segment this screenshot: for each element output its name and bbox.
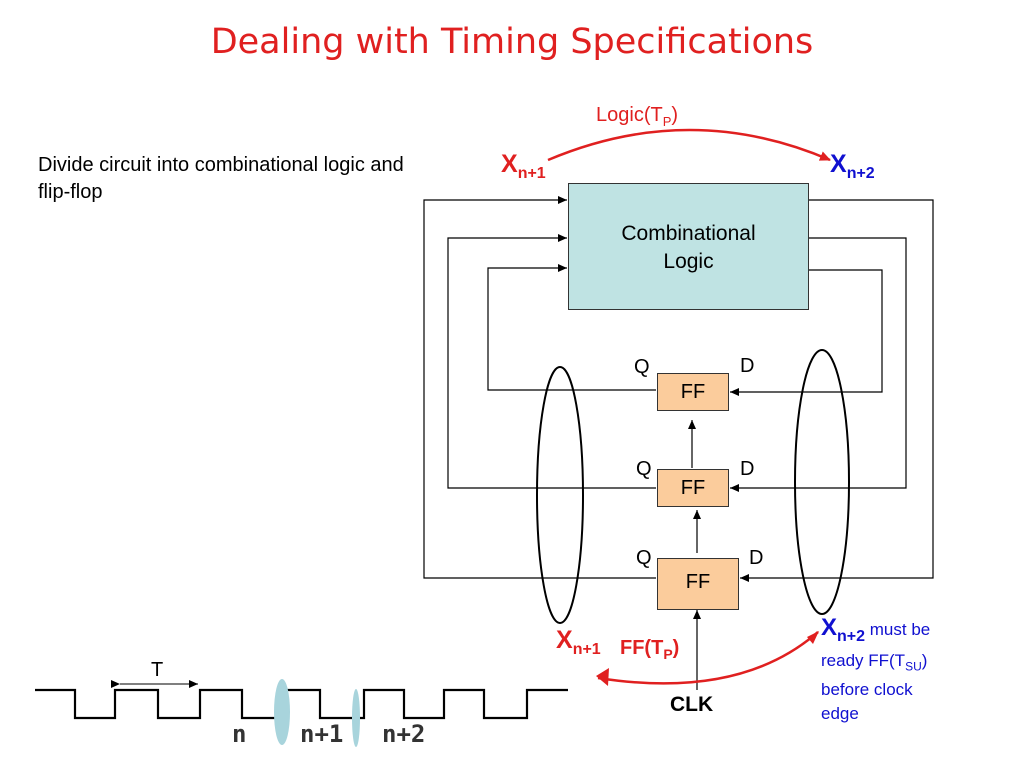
cycle-n-label: n bbox=[232, 720, 247, 748]
d-label-3: D bbox=[749, 547, 764, 569]
clock-edge-marker-n bbox=[274, 679, 290, 745]
wire-d1 bbox=[730, 269, 883, 396]
wire-q1-feedback bbox=[487, 264, 656, 391]
cycle-n2-label: n+2 bbox=[382, 720, 426, 748]
combo-line-2: Logic bbox=[663, 250, 714, 273]
ff-delay-arrowhead-top bbox=[807, 631, 819, 644]
ff-delay-arrowhead bbox=[596, 668, 609, 686]
wire-q3-feedback bbox=[423, 196, 656, 579]
clock-waveform bbox=[35, 688, 568, 720]
x-n1-top-label: Xn+1 bbox=[501, 150, 546, 182]
page-title: Dealing with Timing Specifications bbox=[210, 22, 814, 62]
ff-delay-arc bbox=[597, 631, 819, 685]
wire-d3 bbox=[740, 199, 934, 582]
period-label: T bbox=[151, 659, 164, 681]
cycle-n1-label: n+1 bbox=[300, 720, 344, 748]
wire-q2-feedback bbox=[447, 234, 656, 489]
logic-delay-label: Logic(TP) bbox=[596, 104, 679, 129]
logic-delay-arc bbox=[547, 128, 831, 162]
wire-d2 bbox=[730, 237, 907, 492]
intro-text: Divide circuit into combinational logic … bbox=[38, 154, 404, 203]
d-inputs-ellipse bbox=[794, 349, 850, 615]
clk-label: CLK bbox=[670, 693, 714, 716]
d-label-1: D bbox=[740, 355, 755, 377]
q-label-2: Q bbox=[636, 458, 652, 480]
ff-delay-label: FF(TP) bbox=[620, 637, 680, 662]
x-n1-bottom-label: Xn+1 bbox=[556, 626, 601, 658]
q-label-1: Q bbox=[634, 356, 650, 378]
d-label-2: D bbox=[740, 458, 755, 480]
flip-flop-3: FF bbox=[657, 558, 739, 610]
setup-note: Xn+2 must be ready FF(TSU) before clock … bbox=[821, 614, 931, 724]
clock-edge-marker-n1 bbox=[352, 689, 360, 747]
flip-flop-2: FF bbox=[657, 469, 729, 507]
q-label-3: Q bbox=[636, 547, 652, 569]
q-outputs-ellipse bbox=[536, 366, 584, 624]
x-n2-top-label: Xn+2 bbox=[830, 150, 875, 182]
flip-flop-1: FF bbox=[657, 373, 729, 411]
combo-line-1: Combinational bbox=[621, 222, 756, 245]
combinational-logic-block: Combinational Logic bbox=[568, 183, 809, 310]
